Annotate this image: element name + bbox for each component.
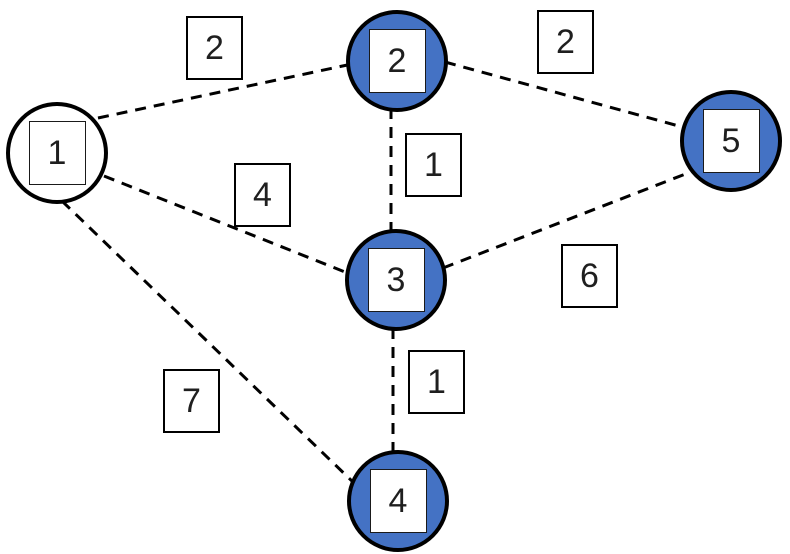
node-square: 4 [369, 469, 427, 533]
node-square: 5 [702, 109, 760, 173]
graph-node-1: 1 [6, 102, 108, 204]
edge-weight-value: 2 [205, 29, 224, 67]
node-number: 2 [387, 42, 407, 80]
graph-node-3: 3 [345, 229, 447, 331]
node-number: 5 [721, 122, 741, 160]
edge-weight-value: 7 [182, 382, 201, 420]
node-number: 1 [47, 134, 67, 172]
node-square: 3 [367, 248, 425, 312]
edge-line-1-3 [103, 174, 351, 276]
edge-weight-box-1-4: 7 [163, 369, 220, 433]
edge-weight-value: 1 [427, 363, 446, 401]
node-square: 2 [368, 29, 426, 93]
graph-node-2: 2 [346, 10, 448, 112]
graph-node-4: 4 [347, 450, 449, 552]
edge-weight-value: 1 [424, 146, 443, 184]
edge-weight-box-3-5: 6 [561, 244, 618, 308]
node-number: 3 [386, 261, 406, 299]
graph-node-5: 5 [680, 90, 782, 192]
edge-line-3-5 [442, 171, 689, 270]
edge-line-1-4 [60, 199, 356, 485]
edge-weight-box-2-5: 2 [537, 10, 594, 74]
edge-line-2-5 [444, 60, 687, 130]
edge-weight-box-3-4: 1 [408, 350, 465, 414]
edge-weight-box-1-2: 2 [186, 16, 243, 80]
edge-weight-box-1-3: 4 [234, 163, 291, 227]
node-number: 4 [388, 482, 408, 520]
edge-weight-value: 6 [580, 257, 599, 295]
node-square: 1 [28, 121, 86, 185]
edge-weight-value: 2 [556, 23, 575, 61]
edge-weight-value: 4 [253, 176, 272, 214]
edge-weight-box-2-3: 1 [405, 133, 462, 197]
edge-line-1-2 [97, 62, 353, 120]
